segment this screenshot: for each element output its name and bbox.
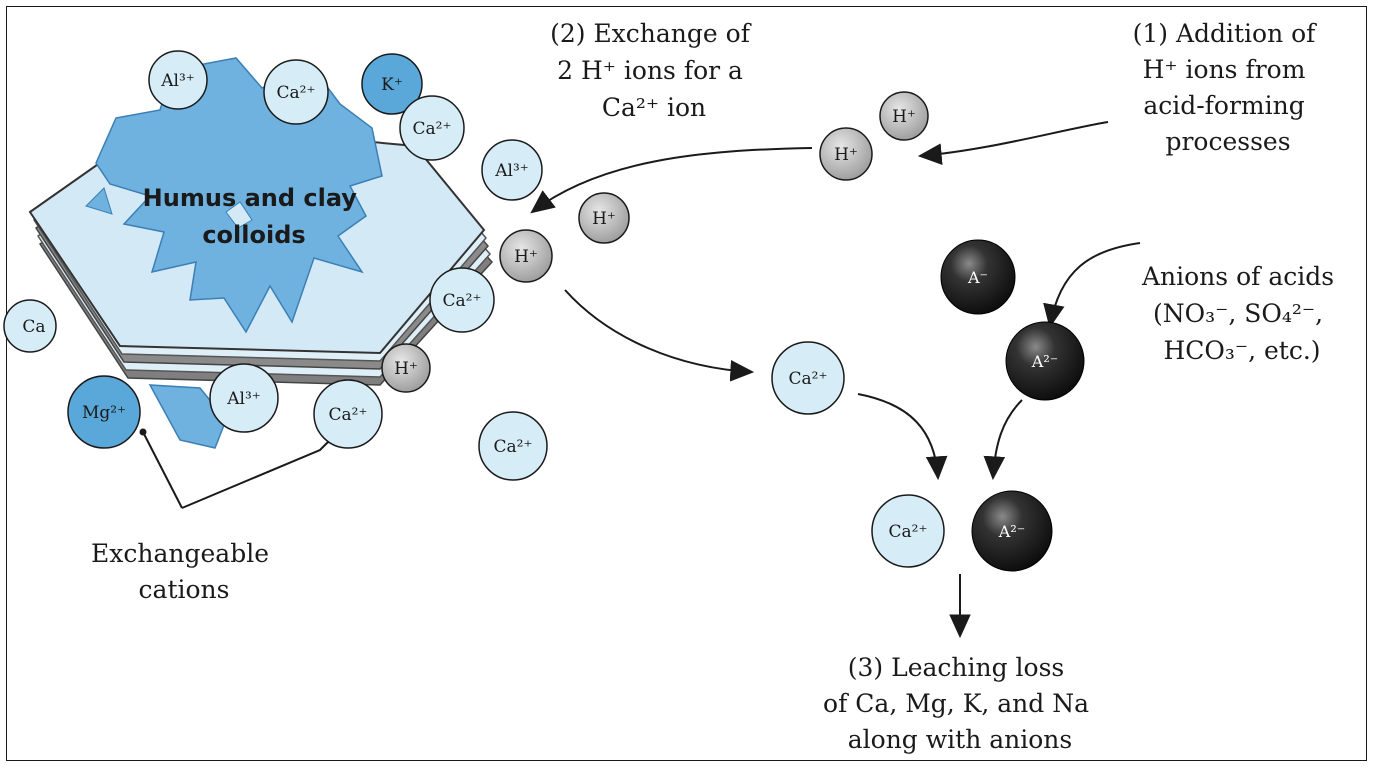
humus-hole (225, 201, 253, 229)
ion-a-2minus: A²⁻ (1005, 321, 1085, 401)
ion-ca-right: Ca²⁺ (429, 267, 495, 333)
ion-ca-bottom: Ca²⁺ (313, 379, 383, 449)
exchangeable-label: Exchangeable cations (91, 539, 277, 604)
ion-k-top: K⁺ (361, 53, 423, 115)
svg-text:Al³⁺: Al³⁺ (494, 161, 529, 181)
arrow-h-addition (917, 121, 1109, 165)
step2-label: (2) Exchange of 2 H⁺ ions for a Ca²⁺ ion (550, 19, 758, 122)
arrow-ca-to-pair (857, 393, 948, 481)
svg-text:A⁻: A⁻ (967, 268, 988, 287)
svg-text:Ca²⁺: Ca²⁺ (889, 522, 928, 542)
svg-text:H⁺: H⁺ (892, 107, 916, 127)
step1-label: (1) Addition of H⁺ ions from acid-formin… (1133, 19, 1324, 156)
arrows (139, 121, 1141, 639)
svg-text:Ca²⁺: Ca²⁺ (494, 437, 533, 457)
svg-text:Al³⁺: Al³⁺ (226, 389, 261, 409)
adsorbed-cations: Al³⁺ Ca²⁺ K⁺ Ca²⁺ Al³⁺ H⁺ Ca²⁺ H⁺ (3, 50, 553, 449)
arrow-ca-release (564, 289, 755, 382)
svg-text:Mg²⁺: Mg²⁺ (82, 403, 126, 423)
ion-ca-pair: Ca²⁺ (871, 494, 945, 568)
svg-text:Al³⁺: Al³⁺ (160, 71, 195, 91)
ion-ca-left: Ca (3, 299, 57, 353)
svg-text:Ca²⁺: Ca²⁺ (443, 291, 482, 311)
svg-text:Ca: Ca (22, 317, 45, 337)
ion-al-top: Al³⁺ (148, 50, 208, 110)
ion-h-free-2: H⁺ (819, 127, 873, 181)
humus-fragment (85, 187, 113, 215)
svg-text:K⁺: K⁺ (381, 75, 403, 95)
ion-ca-top-1: Ca²⁺ (263, 59, 329, 125)
free-ions: H⁺ H⁺ H⁺ Ca²⁺ Ca²⁺ A⁻ A²⁻ Ca²⁺ (478, 91, 1085, 572)
svg-text:Ca²⁺: Ca²⁺ (277, 83, 316, 103)
humus-drip (148, 384, 227, 449)
ion-h-free-1: H⁺ (879, 91, 929, 141)
svg-text:A²⁻: A²⁻ (998, 522, 1025, 541)
ion-al-right: Al³⁺ (481, 139, 543, 201)
ion-a-pair: A²⁻ (971, 490, 1053, 572)
anions-label: Anions of acids (NO₃⁻, SO₄²⁻, HCO₃⁻, etc… (1141, 262, 1342, 365)
humus-blob (95, 57, 383, 334)
svg-text:A²⁻: A²⁻ (1031, 352, 1058, 371)
svg-text:Ca²⁺: Ca²⁺ (329, 405, 368, 425)
pointer-line-ca (181, 439, 331, 509)
ion-ca-mid: Ca²⁺ (771, 341, 845, 415)
ion-ca-top-2: Ca²⁺ (399, 95, 465, 161)
colloid-label: Humus and clay colloids (143, 184, 366, 249)
arrow-anion-to-pair (983, 399, 1023, 481)
svg-text:Ca²⁺: Ca²⁺ (789, 369, 828, 389)
pointer-dot-mg (139, 428, 147, 436)
svg-text:Ca²⁺: Ca²⁺ (413, 119, 452, 139)
colloid-stack (28, 57, 494, 449)
ion-al-bottom: Al³⁺ (209, 363, 279, 433)
arrow-h-exchange (530, 147, 813, 214)
ion-a-minus: A⁻ (940, 239, 1016, 315)
ion-mg: Mg²⁺ (67, 375, 141, 449)
svg-text:H⁺: H⁺ (394, 359, 418, 379)
svg-text:H⁺: H⁺ (592, 209, 616, 229)
pointer-line-mg (142, 431, 183, 509)
ion-h-lower: H⁺ (381, 343, 431, 393)
step3-label: (3) Leaching loss of Ca, Mg, K, and Na a… (823, 653, 1097, 754)
ion-h-free-3: H⁺ (578, 192, 630, 244)
svg-text:H⁺: H⁺ (834, 145, 858, 165)
arrow-anion-source (1043, 242, 1141, 329)
svg-text:H⁺: H⁺ (514, 247, 538, 267)
ion-h-edge: H⁺ (499, 229, 553, 283)
ion-ca-free: Ca²⁺ (478, 411, 548, 481)
